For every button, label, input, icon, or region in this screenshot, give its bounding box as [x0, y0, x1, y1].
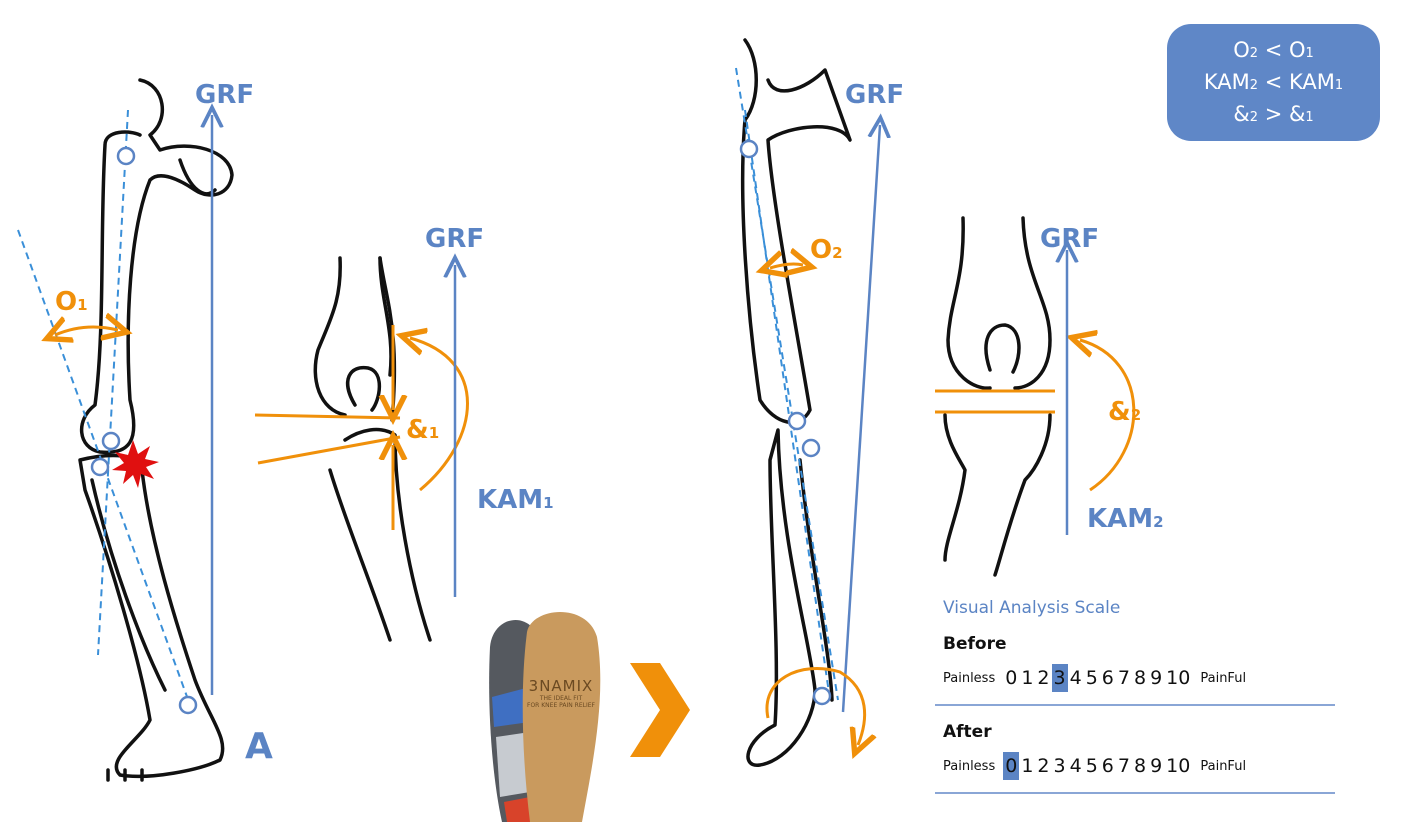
delta2-label: &2 [1108, 397, 1141, 427]
vas-score: 3 [1053, 755, 1066, 777]
grf-label-knee2: GRF [1040, 224, 1099, 254]
vas-before-label: Before [943, 634, 1007, 654]
vas-score: 6 [1101, 667, 1114, 689]
vas-score: 9 [1150, 667, 1163, 689]
grf-label-right: GRF [845, 80, 904, 110]
left-leg-varus [17, 78, 234, 782]
theta1-label: O1 [55, 287, 88, 317]
delta1-label: &1 [406, 415, 439, 445]
summary-line-delta: &2 > &1 [1233, 102, 1314, 126]
kam2-label: KAM2 [1087, 504, 1164, 534]
vas-selected-score: 3 [1051, 664, 1068, 692]
right-knee-detail [935, 216, 1136, 577]
insole-brand: 3NAMIX [528, 677, 594, 695]
vas-score: 2 [1037, 667, 1050, 689]
right-leg-corrected [735, 38, 880, 767]
theta2-label: O2 [810, 235, 843, 265]
painful-label: PainFul [1200, 670, 1247, 686]
comparison-summary-box: O2 < O1 KAM2 < KAM1 &2 > &1 [1167, 24, 1380, 141]
vas-score: 4 [1069, 755, 1082, 777]
vas-score: 6 [1101, 755, 1114, 777]
painful-label: PainFul [1200, 758, 1247, 774]
insole-tagline-2: FOR KNEE PAIN RELIEF [527, 702, 595, 709]
left-knee-detail [254, 258, 469, 642]
summary-line-kam: KAM2 < KAM1 [1203, 70, 1344, 94]
insole-tagline-1: THE IDEAL FIT [539, 695, 583, 702]
vas-score: 2 [1037, 755, 1050, 777]
vas-score: 8 [1133, 667, 1147, 689]
vas-score: 10 [1166, 667, 1191, 689]
divider [935, 704, 1335, 706]
chevron-right-icon [630, 663, 690, 757]
summary-line-theta: O2 < O1 [1233, 38, 1314, 62]
grf-label-knee1: GRF [425, 224, 484, 254]
vas-score: 4 [1069, 667, 1082, 689]
vas-title: Visual Analysis Scale [943, 598, 1121, 618]
vas-score: 5 [1085, 755, 1098, 777]
vas-score: 9 [1150, 755, 1163, 777]
vas-score: 1 [1021, 667, 1034, 689]
insole-product-image: 3NAMIX THE IDEAL FIT FOR KNEE PAIN RELIE… [482, 607, 602, 822]
painless-label: Painless [943, 670, 996, 686]
vas-score: 7 [1117, 755, 1130, 777]
panel-label: A [245, 726, 273, 767]
vas-score: 7 [1117, 667, 1130, 689]
kam1-label: KAM1 [477, 485, 554, 515]
vas-selected-score: 0 [1003, 752, 1020, 780]
vas-score: 10 [1166, 755, 1191, 777]
painless-label: Painless [943, 758, 996, 774]
vas-score: 1 [1021, 755, 1034, 777]
divider [935, 792, 1335, 794]
vas-score: 5 [1085, 667, 1098, 689]
vas-after-label: After [943, 722, 992, 742]
pain-star-icon [112, 440, 159, 488]
vas-score: 0 [1005, 667, 1018, 689]
vas-score: 8 [1133, 755, 1147, 777]
grf-label: GRF [195, 80, 254, 110]
